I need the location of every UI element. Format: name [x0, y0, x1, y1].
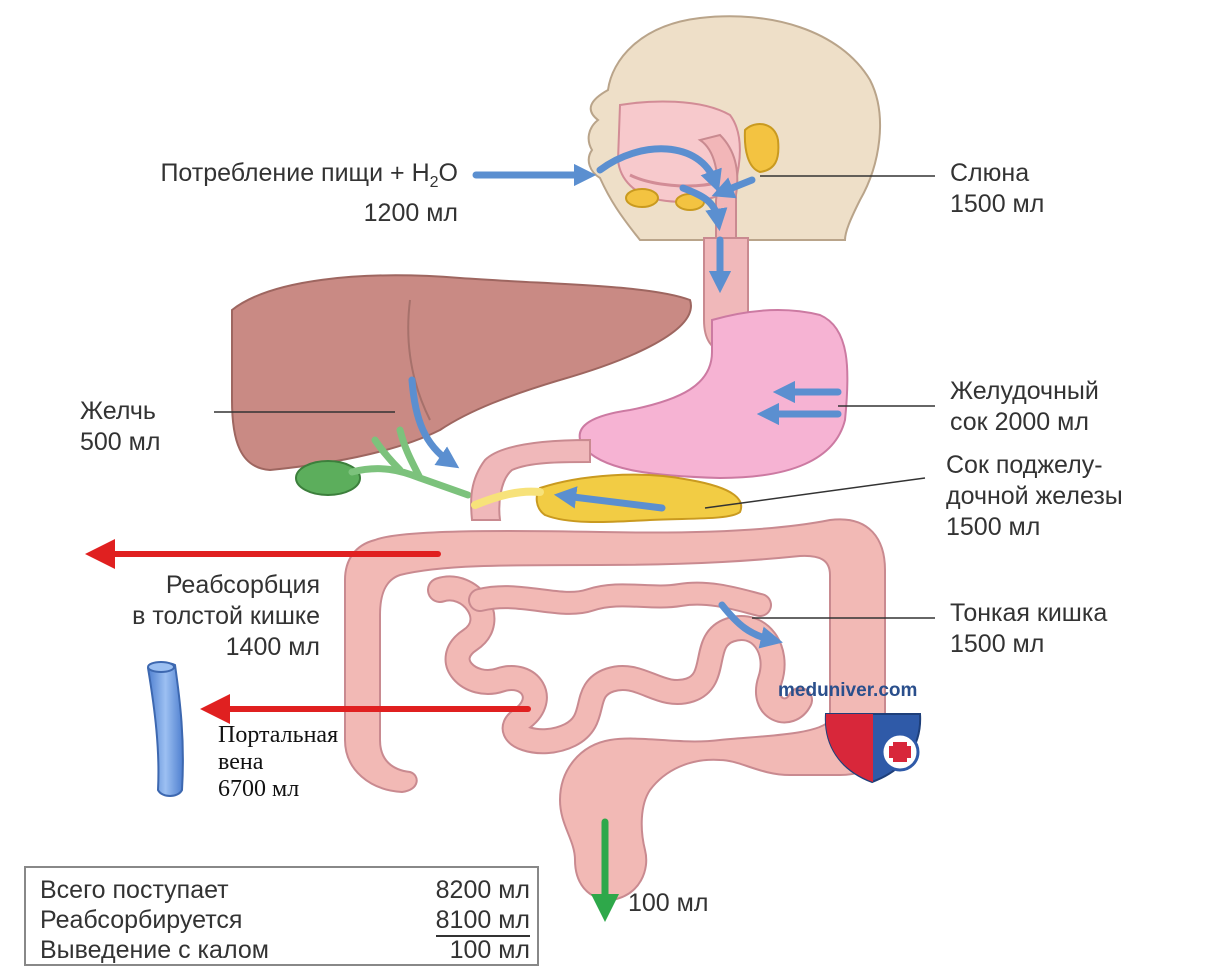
portal-vein-label: Портальная вена 6700 мл — [218, 722, 338, 803]
portal-vein-text-1: Портальная — [218, 722, 338, 748]
summary-value-total: 8200 мл — [436, 876, 530, 905]
summary-box: Всего поступает 8200 мл Реабсорбируется … — [24, 866, 539, 966]
summary-label-excreted: Выведение с калом — [40, 936, 269, 965]
pancreatic-juice-text-2: дочной железы — [946, 482, 1123, 510]
bile-label: Желчь 500 мл — [80, 396, 160, 458]
food-intake-subscript: 2 — [430, 174, 439, 191]
colon-reabsorption-text-2: в толстой кишке — [132, 602, 320, 630]
saliva-volume: 1500 мл — [950, 190, 1044, 218]
fecal-output-label: 100 мл — [628, 888, 708, 919]
portal-vein-volume: 6700 мл — [218, 776, 299, 802]
summary-value-reabsorbed: 8100 мл — [436, 906, 530, 937]
gastric-juice-label: Желудочный сок 2000 мл — [950, 376, 1099, 438]
small-intestine-volume: 1500 мл — [950, 630, 1044, 658]
small-intestine — [440, 588, 800, 741]
small-intestine-text: Тонкая кишка — [950, 599, 1107, 627]
summary-label-reabsorbed: Реабсорбируется — [40, 906, 242, 935]
food-intake-text-end: O — [439, 159, 458, 187]
colon-reabsorption-volume: 1400 мл — [226, 633, 320, 661]
summary-value-excreted: 100 мл — [450, 936, 530, 965]
food-intake-volume: 1200 мл — [364, 199, 458, 227]
head-profile — [589, 16, 880, 240]
small-intestine-label: Тонкая кишка 1500 мл — [950, 598, 1107, 660]
colon-reabsorption-text-1: Реабсорбция — [166, 571, 320, 599]
saliva-text: Слюна — [950, 159, 1029, 187]
watermark-text: meduniver.com — [778, 680, 917, 702]
gastric-juice-volume: сок 2000 мл — [950, 408, 1089, 436]
pancreatic-juice-text-1: Сок поджелу- — [946, 451, 1103, 479]
bile-text: Желчь — [80, 397, 156, 425]
pancreatic-juice-label: Сок поджелу- дочной железы 1500 мл — [946, 450, 1123, 543]
gastric-juice-text: Желудочный — [950, 377, 1099, 405]
bile-volume: 500 мл — [80, 428, 160, 456]
summary-label-total: Всего поступает — [40, 876, 229, 905]
food-intake-text: Потребление пищи + H — [160, 159, 429, 187]
portal-vein — [148, 663, 183, 796]
pancreatic-juice-volume: 1500 мл — [946, 513, 1040, 541]
portal-vein-text-2: вена — [218, 749, 263, 775]
food-intake-label: Потребление пищи + H2O 1200 мл — [8, 158, 458, 229]
saliva-label: Слюна 1500 мл — [950, 158, 1044, 220]
gallbladder — [296, 461, 360, 495]
colon-reabsorption-label: Реабсорбция в толстой кишке 1400 мл — [8, 570, 320, 663]
